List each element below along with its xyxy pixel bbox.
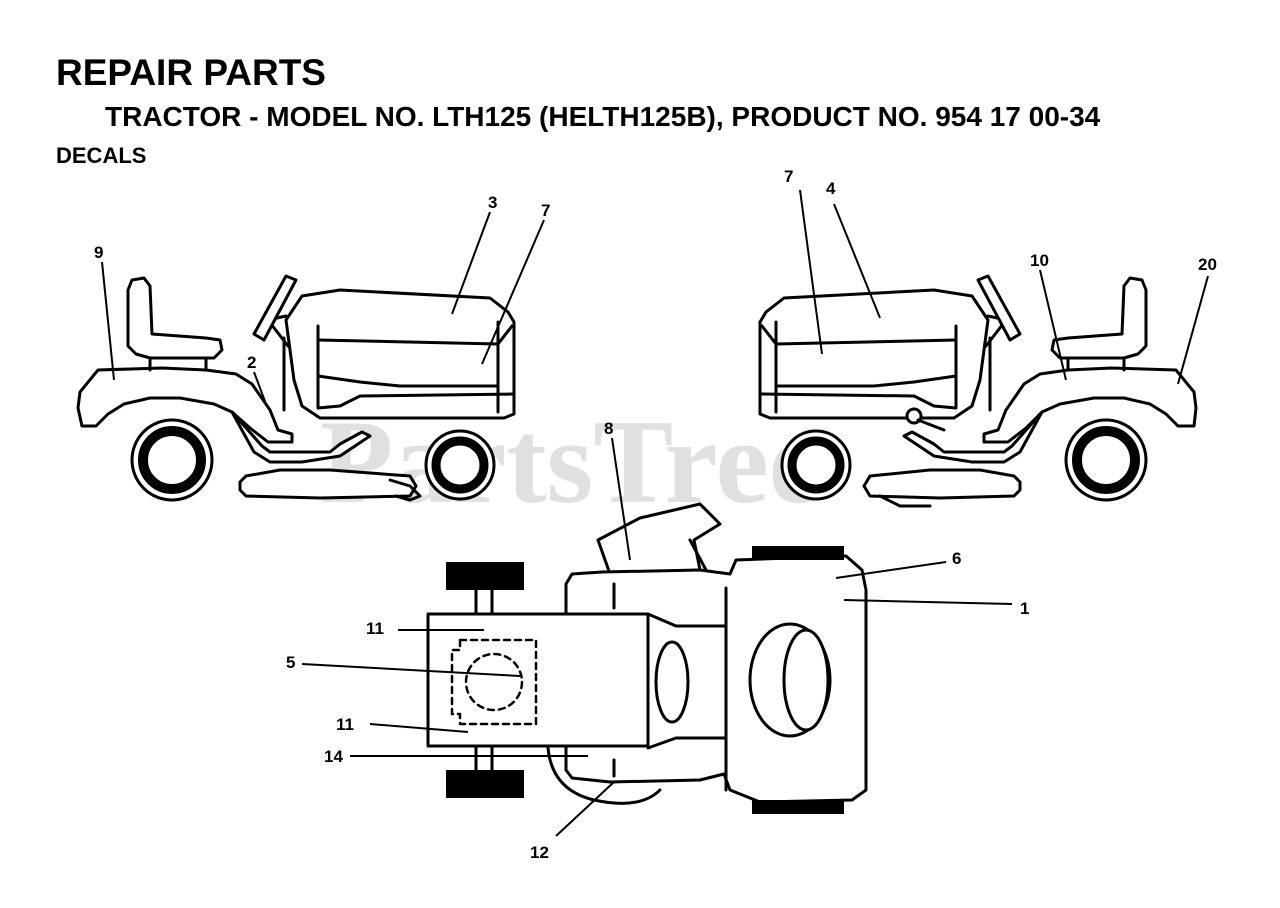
callout-12: 12 — [530, 843, 549, 862]
callout-3: 3 — [488, 193, 497, 212]
callout-10: 10 — [1030, 251, 1049, 270]
callout-9: 9 — [94, 243, 103, 262]
callout-5: 5 — [286, 653, 295, 672]
section-heading: DECALS — [56, 143, 147, 168]
callout-7-left: 7 — [541, 201, 550, 220]
callout-20: 20 — [1198, 255, 1217, 274]
callout-14: 14 — [324, 747, 343, 766]
callout-7-right: 7 — [784, 167, 793, 186]
callout-2: 2 — [247, 353, 256, 372]
tractor-top-view — [426, 502, 868, 814]
tractor-left-side-view — [76, 274, 516, 502]
callout-8: 8 — [604, 419, 613, 438]
callout-4: 4 — [826, 179, 836, 198]
callout-6: 6 — [952, 549, 961, 568]
tractor-right-side-view — [758, 274, 1198, 508]
page-title: REPAIR PARTS — [56, 52, 326, 93]
callout-1: 1 — [1020, 599, 1029, 618]
callout-11-top: 11 — [366, 619, 384, 638]
callout-11-bottom: 11 — [336, 715, 354, 734]
page-subtitle: TRACTOR - MODEL NO. LTH125 (HELTH125B), … — [105, 101, 1101, 132]
leader-lines — [101, 189, 1209, 837]
